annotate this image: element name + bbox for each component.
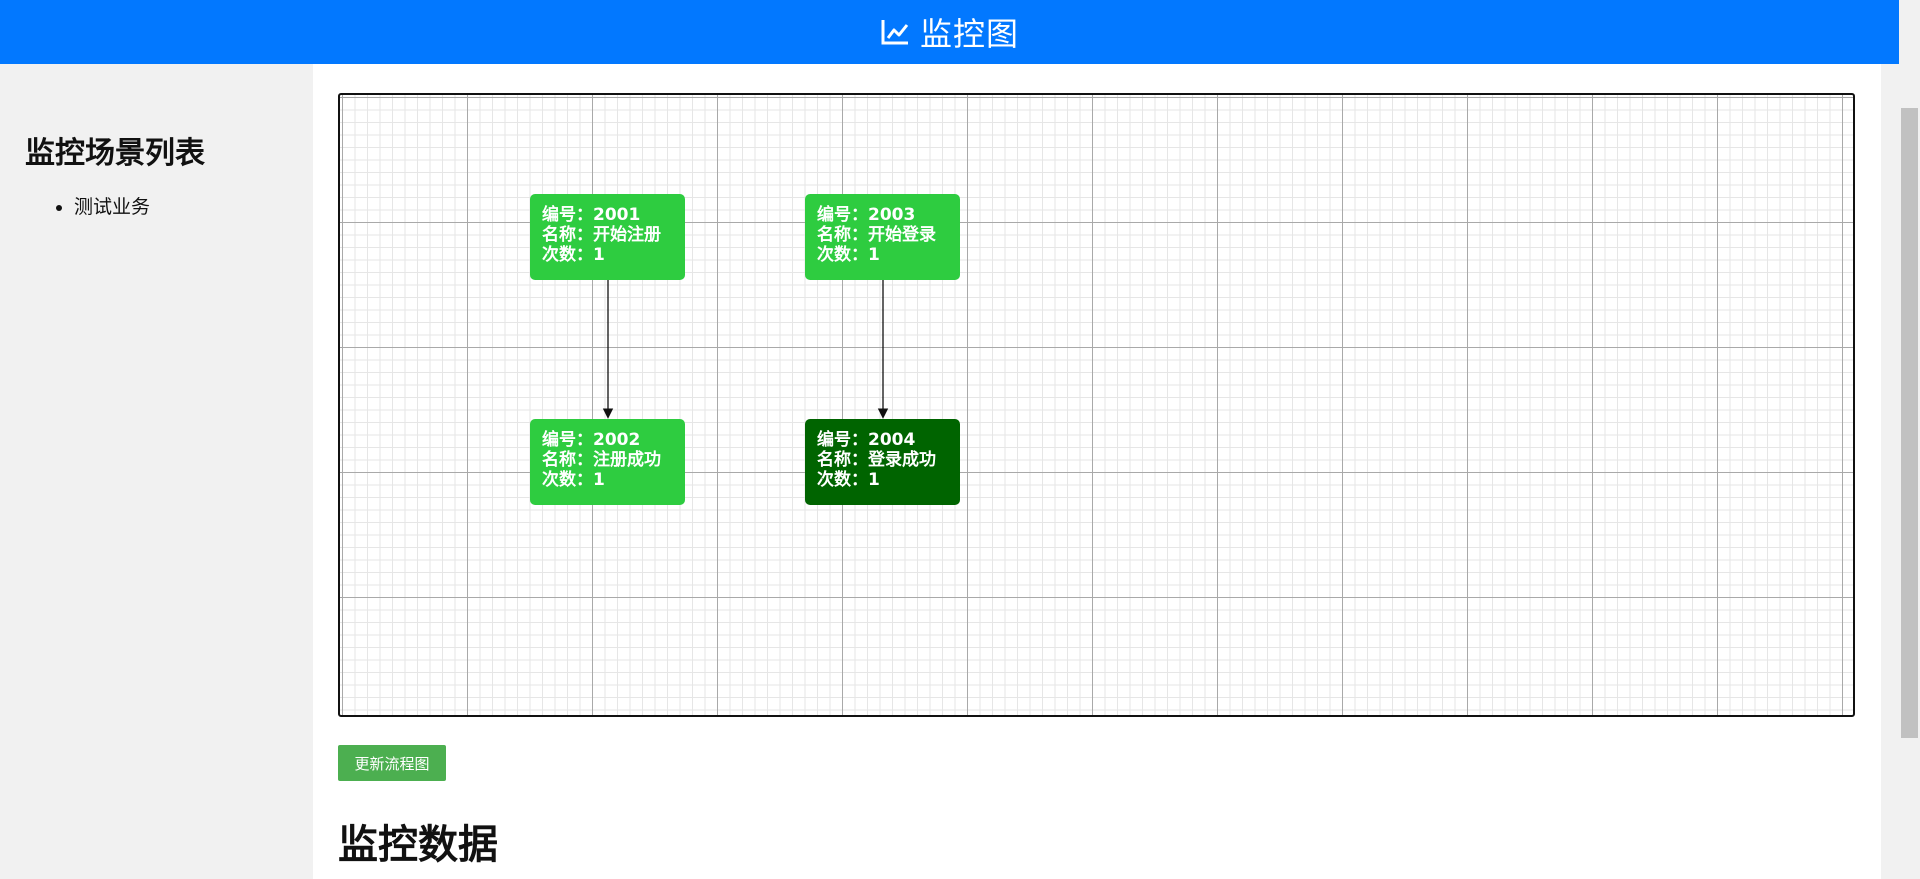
node-id: 编号：2003 bbox=[817, 205, 916, 225]
node-2002[interactable]: 编号：2002 名称：注册成功 次数：1 bbox=[530, 419, 685, 505]
node-count: 次数：1 bbox=[817, 470, 880, 490]
refresh-flowchart-button[interactable]: 更新流程图 bbox=[338, 745, 446, 781]
node-2003[interactable]: 编号：2003 名称：开始登录 次数：1 bbox=[805, 194, 960, 280]
node-count: 次数：1 bbox=[817, 245, 880, 265]
node-name: 名称：开始登录 bbox=[817, 225, 936, 245]
vertical-scrollbar[interactable] bbox=[1899, 0, 1920, 879]
main-content: 编号：2001 名称：开始注册 次数：1 编号：2002 名称：注册成功 次数：… bbox=[313, 64, 1881, 879]
sidebar: 监控场景列表 测试业务 bbox=[0, 64, 313, 879]
node-2001[interactable]: 编号：2001 名称：开始注册 次数：1 bbox=[530, 194, 685, 280]
node-name: 名称：注册成功 bbox=[542, 450, 661, 470]
app-header: 监控图 bbox=[0, 0, 1899, 64]
node-id: 编号：2002 bbox=[542, 430, 641, 450]
node-id: 编号：2001 bbox=[542, 205, 641, 225]
line-chart-icon bbox=[880, 18, 910, 46]
page-title: 监控图 bbox=[919, 15, 1019, 53]
scenario-list: 测试业务 bbox=[50, 192, 150, 219]
node-name: 名称：登录成功 bbox=[817, 450, 936, 470]
node-name: 名称：开始注册 bbox=[542, 225, 661, 245]
node-count: 次数：1 bbox=[542, 470, 605, 490]
edge-layer bbox=[602, 280, 889, 419]
node-id: 编号：2004 bbox=[817, 430, 916, 450]
sidebar-title: 监控场景列表 bbox=[25, 136, 205, 171]
flow-graph[interactable]: 编号：2001 名称：开始注册 次数：1 编号：2002 名称：注册成功 次数：… bbox=[338, 93, 1855, 717]
page-gutter bbox=[1881, 64, 1899, 879]
node-2004[interactable]: 编号：2004 名称：登录成功 次数：1 bbox=[805, 419, 960, 505]
scrollbar-thumb[interactable] bbox=[1901, 108, 1918, 738]
monitor-data-title: 监控数据 bbox=[338, 822, 498, 868]
scenario-item-test[interactable]: 测试业务 bbox=[74, 192, 150, 219]
node-count: 次数：1 bbox=[542, 245, 605, 265]
